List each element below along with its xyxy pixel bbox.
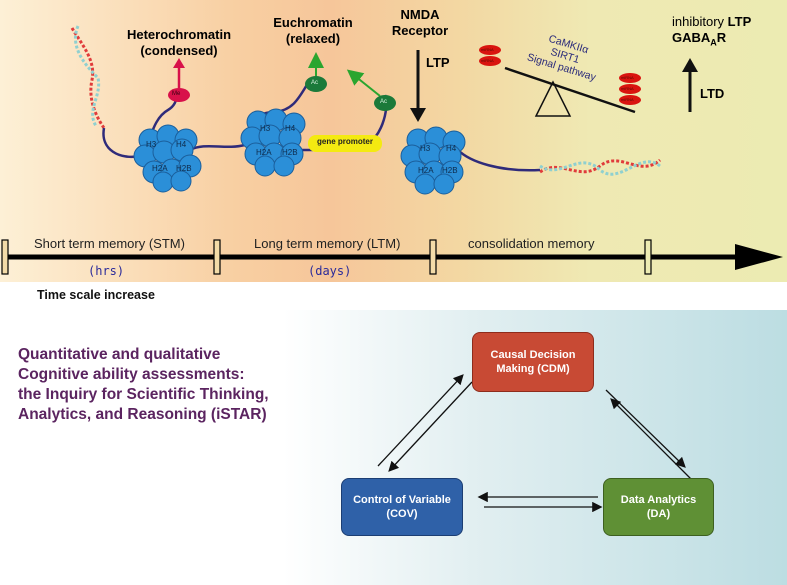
istar-title-line-1: Quantitative and qualitative: [18, 346, 221, 363]
arrow-da-to-cdm: [610, 398, 693, 481]
mirna-label-4: miRNA: [621, 86, 634, 91]
cov-box: Control of Variable (COV): [341, 478, 463, 536]
histone-h3-1: H3: [146, 140, 157, 149]
inhibitory-arrowhead: [682, 58, 698, 72]
arrow-cdm-to-da: [605, 389, 686, 468]
istar-title-line-3: the Inquiry for Scientific Thinking,: [18, 386, 269, 403]
histone-h3-2: H3: [260, 124, 271, 133]
histone-h2b-1: H2B: [176, 164, 192, 173]
histone-h4-2: H4: [285, 124, 296, 133]
ltm-label: Long term memory (LTM): [254, 236, 401, 251]
dna-helix-right: [539, 158, 662, 176]
ac-label-2: Ac: [380, 99, 388, 105]
histone-h4-1: H4: [176, 140, 187, 149]
histone-h2b-2: H2B: [282, 148, 298, 157]
nucleosome-3: [400, 126, 466, 195]
nucleosome-2: [240, 108, 306, 177]
timeline-tick-3: [644, 239, 652, 275]
gene-promoter-label: gene promoter: [316, 137, 373, 146]
timeline-tick-2: [429, 239, 437, 275]
mirna-right-group: [619, 73, 641, 105]
gabaar-label: GABAAR: [672, 30, 727, 48]
acetyl-marker-2: [374, 95, 396, 111]
acetyl-marker-1: [305, 76, 327, 92]
histone-h2b-3: H2B: [442, 166, 458, 175]
hrs-label: (hrs): [88, 264, 125, 278]
inhibitory-ltp-label: inhibitory LTP: [672, 14, 752, 29]
heterochromatin-label: Heterochromatin (condensed): [126, 27, 232, 58]
mirna-label-5: miRNA: [621, 97, 634, 102]
days-label: (days): [308, 264, 352, 278]
seesaw-beam: [504, 66, 636, 114]
ac-label-1: Ac: [311, 80, 319, 86]
euchromatin-label: Euchromatin (relaxed): [273, 15, 353, 46]
mirna-label-2: miRNA: [481, 58, 494, 63]
arrow-cdm-to-cov: [388, 381, 473, 472]
stm-label: Short term memory (STM): [34, 236, 185, 251]
mirna-label-3: miRNA: [621, 75, 634, 80]
histone-h2a-1: H2A: [152, 164, 168, 173]
timeline-tick-1: [213, 239, 221, 275]
nmda-arrowhead: [410, 108, 426, 122]
mirna-label-1: miRNA: [481, 47, 494, 52]
nucleosome-1: [133, 124, 202, 193]
timeline-arrowhead: [735, 244, 783, 270]
cdm-box: Causal Decision Making (CDM): [472, 332, 594, 392]
histone-h4-3: H4: [446, 144, 457, 153]
istar-title-line-4: Analytics, and Reasoning (iSTAR): [18, 406, 267, 423]
gene-promoter-pill: [308, 135, 382, 152]
methyl-marker: [168, 88, 190, 102]
istar-title-line-2: Cognitive ability assessments:: [18, 366, 245, 383]
seesaw-fulcrum: [534, 80, 572, 117]
istar-panel-background: [0, 310, 787, 585]
timeline-tick-0: [1, 239, 9, 275]
acetylation-arrow: [346, 69, 381, 97]
arrow-cov-to-cdm: [377, 374, 464, 467]
nmda-receptor-label: NMDA Receptor: [391, 7, 449, 38]
istar-title: Quantitative and qualitative Cognitive a…: [18, 345, 318, 425]
da-box: Data Analytics (DA): [603, 478, 714, 536]
histone-h2a-2: H2A: [256, 148, 272, 157]
consolidation-label: consolidation memory: [468, 236, 595, 251]
histone-h2a-3: H2A: [418, 166, 434, 175]
mirna-left-group: [479, 45, 501, 66]
me-label: Me: [172, 91, 181, 97]
dna-helix-left: [70, 25, 106, 129]
histone-h3-3: H3: [420, 144, 431, 153]
ltd-label: LTD: [700, 86, 725, 101]
time-scale-label: Time scale increase: [37, 288, 155, 302]
chromatin-memory-panel: [0, 0, 787, 282]
heterochromatin-arrowhead: [173, 58, 185, 68]
ltp-label: LTP: [426, 55, 450, 70]
